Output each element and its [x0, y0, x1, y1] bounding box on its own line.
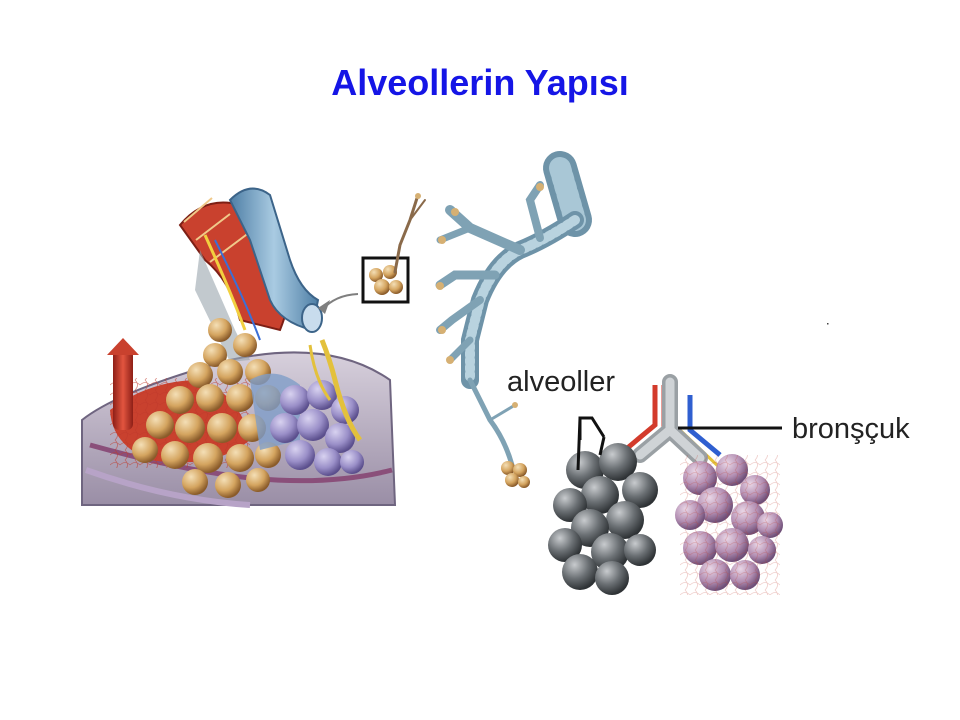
bronchiole-label: bronşçuk — [792, 413, 910, 445]
alveoli-label: alveoller — [507, 366, 615, 398]
alveolar-sac-cross-section — [81, 187, 397, 508]
lung-lobule-diagram — [548, 374, 783, 595]
slide-title: Alveollerin Yapısı — [331, 62, 629, 103]
bronchial-tree — [393, 151, 592, 488]
small-alveolar-cluster — [369, 265, 403, 295]
label-leader-lines — [576, 416, 782, 471]
magnified-region-box — [361, 256, 410, 304]
